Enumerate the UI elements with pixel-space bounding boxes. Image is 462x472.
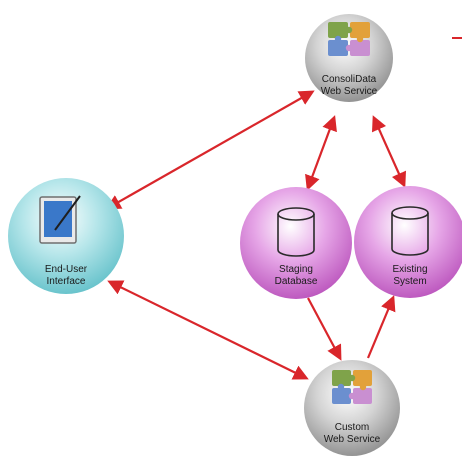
arrow-consolidata-enduser xyxy=(105,90,315,210)
arrow-consolidata-staging xyxy=(305,115,337,191)
consolidata-label-line2: Web Service xyxy=(320,86,378,97)
arrow-enduser-custom xyxy=(107,280,309,380)
staging-node xyxy=(240,187,352,299)
database-cylinder-icon xyxy=(277,207,315,257)
staging-label: Staging Database xyxy=(256,264,336,288)
end-user-label-line1: End-User xyxy=(44,264,88,275)
end-user-label: End-User Interface xyxy=(26,264,106,288)
custom-node xyxy=(304,360,400,456)
custom-label-line2: Web Service xyxy=(323,434,381,445)
existing-label: Existing System xyxy=(370,264,450,288)
arrow-consolidata-existing xyxy=(372,115,406,188)
custom-label: Custom Web Service xyxy=(312,422,392,446)
existing-label-line1: Existing xyxy=(392,264,428,275)
tablet-pen-icon xyxy=(39,195,81,244)
database-cylinder-icon xyxy=(391,206,429,256)
consolidata-label-line1: ConsoliData xyxy=(321,74,377,85)
puzzle-icon xyxy=(332,370,372,404)
end-user-node xyxy=(8,178,124,294)
arrow-staging-custom xyxy=(307,297,342,361)
consolidata-node xyxy=(305,14,393,102)
existing-node xyxy=(354,186,462,298)
existing-label-line2: System xyxy=(393,276,427,287)
arrow-custom-existing xyxy=(366,295,396,359)
puzzle-icon xyxy=(328,22,370,56)
consolidata-label: ConsoliData Web Service xyxy=(309,74,389,98)
connectors xyxy=(105,90,406,380)
staging-label-line1: Staging xyxy=(279,264,313,275)
custom-label-line1: Custom xyxy=(334,422,370,433)
staging-label-line2: Database xyxy=(274,276,318,287)
end-user-label-line2: Interface xyxy=(46,276,86,287)
